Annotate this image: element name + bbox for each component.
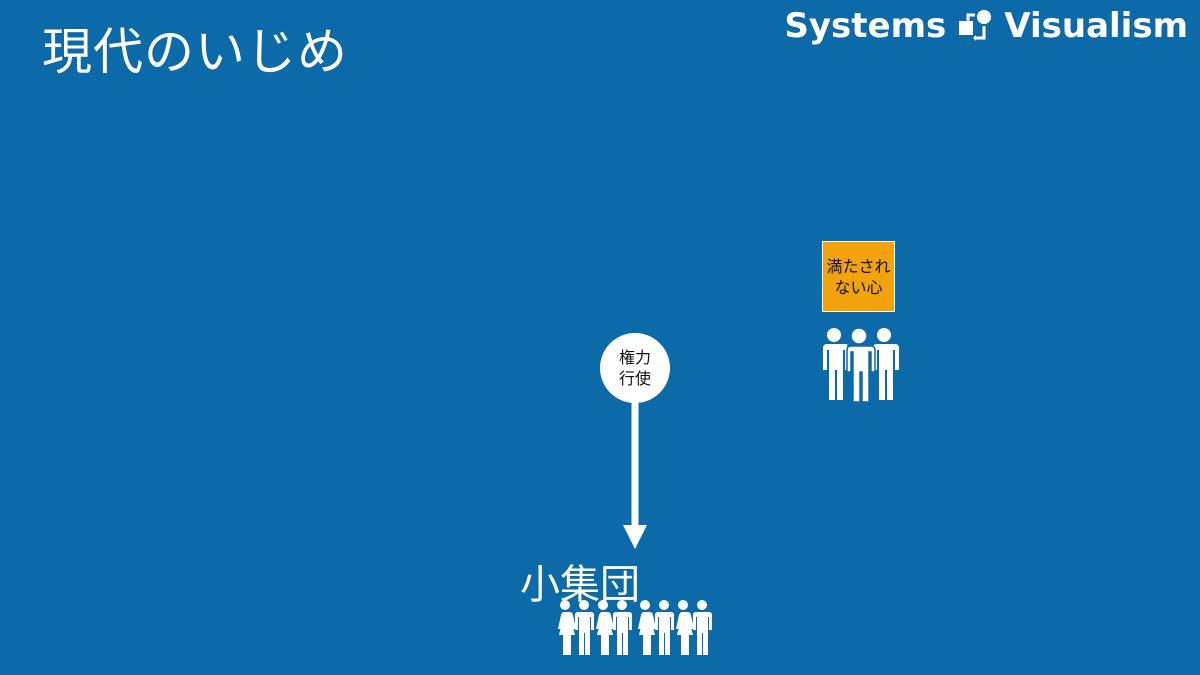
brand-text-visualism: Visualism	[1004, 6, 1188, 46]
unsatisfied-heart-box: 満たされ ない心	[822, 241, 895, 312]
person-icon	[558, 600, 576, 655]
unsatisfied-heart-line2: ない心	[834, 277, 883, 297]
brand-text-systems: Systems	[784, 6, 947, 46]
person-icon-row	[558, 600, 712, 655]
small-group-people	[556, 599, 716, 657]
systems-visualism-logo-icon	[959, 10, 992, 41]
down-arrow-icon	[623, 395, 647, 549]
person-icon	[638, 600, 656, 655]
people-group-icon	[823, 327, 899, 402]
brand-logo-area: Systems Visualism	[784, 6, 1188, 46]
power-exercise-line2: 行使	[618, 369, 651, 388]
power-exercise-node: 権力 行使	[600, 333, 670, 403]
unsatisfied-heart-line1: 満たされ	[826, 256, 891, 276]
person-icon	[613, 600, 632, 655]
person-icon	[655, 600, 674, 655]
power-exercise-line1: 権力	[618, 348, 651, 367]
person-icon	[676, 600, 694, 655]
slide-title: 現代のいじめ	[42, 23, 348, 81]
small-group-label: 小集団	[520, 562, 640, 608]
person-icon	[575, 600, 594, 655]
person-icon	[596, 600, 614, 655]
person-icon	[693, 600, 712, 655]
